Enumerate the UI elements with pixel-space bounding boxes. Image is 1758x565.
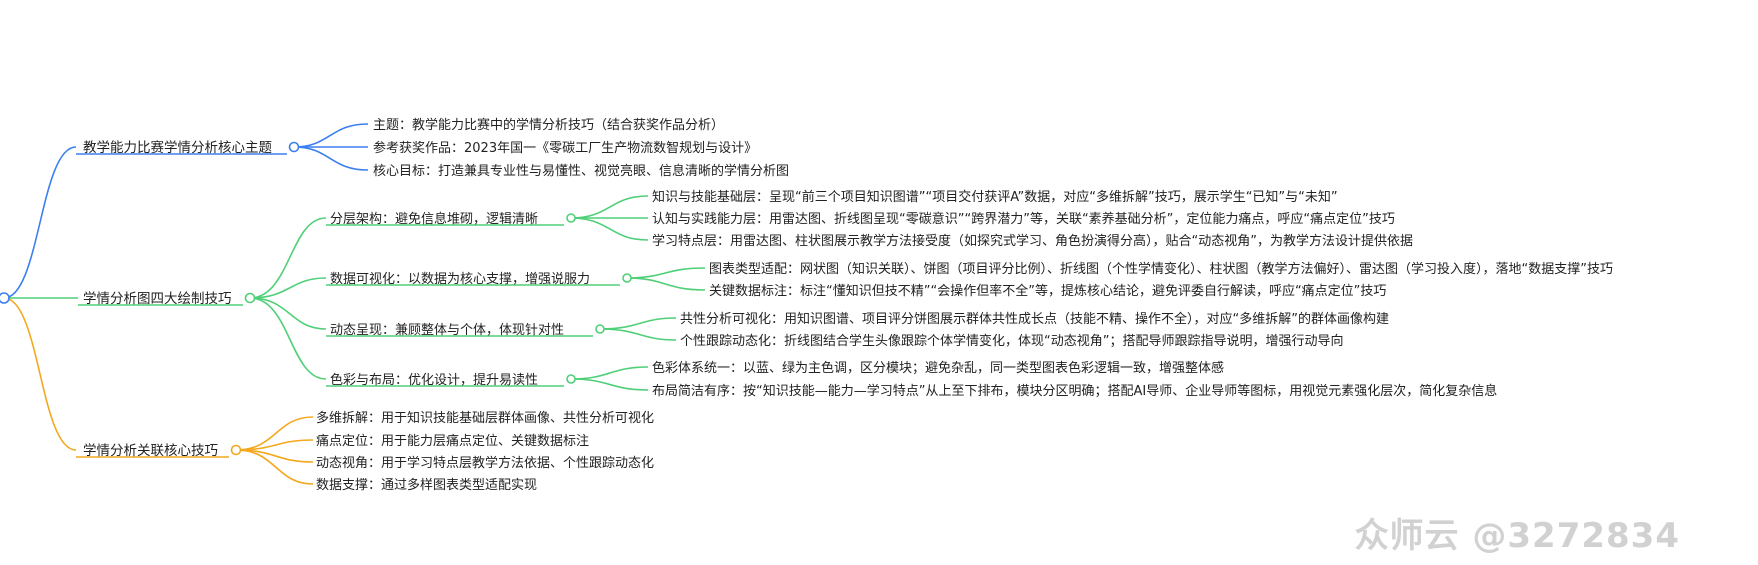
root-node[interactable]: [0, 292, 10, 304]
connector-b3-c4: [235, 449, 314, 485]
b3-item-painpoint[interactable]: 痛点定位：用于能力层痛点定位、关键数据标注: [316, 433, 589, 449]
connector-root-b3: [3, 297, 77, 451]
connector-b2c3-g2: [599, 328, 677, 341]
b1-item-theme[interactable]: 主题：教学能力比赛中的学情分析技巧（结合获奖作品分析）: [373, 117, 724, 133]
connector-b2c1-g3: [570, 217, 649, 241]
branch-1-label[interactable]: 教学能力比赛学情分析核心主题: [83, 140, 272, 156]
b1-item-reference[interactable]: 参考获奖作品：2023年国一《零碳工厂生产物流数智规划与设计》: [373, 140, 757, 156]
labels: 教学能力比赛学情分析核心主题 学情分析图四大绘制技巧 学情分析关联核心技巧 主题…: [83, 117, 1613, 493]
connector-b1-c3: [293, 146, 369, 171]
watermark: 众师云 @3272834: [1354, 516, 1680, 556]
connector-b2c1-g1: [570, 195, 649, 219]
connector-b1-c1: [293, 123, 369, 148]
connector-b2c2-g2: [626, 277, 706, 291]
connector-b2c3-g1: [599, 317, 677, 330]
b2-layered-learning[interactable]: 学习特点层：用雷达图、柱状图展示教学方法接受度（如探究式学习、角色扮演得分高），…: [652, 233, 1413, 249]
collapse-toggle-b2c4[interactable]: [566, 374, 576, 384]
collapse-toggle-b1[interactable]: [288, 141, 300, 153]
branch-3-label[interactable]: 学情分析关联核心技巧: [83, 443, 218, 459]
b2-item-color-layout[interactable]: 色彩与布局：优化设计，提升易读性: [330, 372, 538, 388]
b2-dataviz-charttypes[interactable]: 图表类型适配：网状图（知识关联）、饼图（项目评分比例）、折线图（个性学情变化）、…: [709, 261, 1613, 277]
connector-b2-c1: [249, 217, 327, 299]
collapse-toggle-b3[interactable]: [230, 444, 242, 456]
b2-item-layered[interactable]: 分层架构：避免信息堆砌，逻辑清晰: [330, 211, 538, 227]
connector-b2-c2: [249, 277, 327, 299]
collapse-toggle-b2c3[interactable]: [595, 324, 605, 334]
b3-item-dynamic[interactable]: 动态视角：用于学习特点层教学方法依据、个性跟踪动态化: [316, 455, 654, 471]
b3-item-datasupport[interactable]: 数据支撑：通过多样图表类型适配实现: [316, 477, 537, 493]
b2-layered-ability[interactable]: 认知与实践能力层：用雷达图、折线图呈现“零碳意识”“跨界潜力”等，关联“素养基础…: [652, 211, 1395, 227]
connectors: [3, 123, 706, 485]
b2-dynamic-common[interactable]: 共性分析可视化：用知识图谱、项目评分饼图展示群体共性成长点（技能不精、操作不全）…: [680, 311, 1389, 327]
b2-item-dataviz[interactable]: 数据可视化：以数据为核心支撑，增强说服力: [330, 272, 590, 287]
connector-b2-c4: [249, 297, 327, 380]
connector-b2c4-g2: [570, 378, 649, 391]
connector-b2c2-g1: [626, 267, 706, 279]
collapse-toggle-b2c1[interactable]: [566, 213, 576, 223]
branch-2-label[interactable]: 学情分析图四大绘制技巧: [83, 291, 232, 307]
b2-color-system[interactable]: 色彩体系统一：以蓝、绿为主色调，区分模块；避免杂乱，同一类型图表色彩逻辑一致，增…: [652, 360, 1224, 376]
b2-dynamic-individual[interactable]: 个性跟踪动态化：折线图结合学生头像跟踪个体学情变化，体现“动态视角”；搭配导师跟…: [680, 333, 1343, 349]
connector-root-b1: [3, 146, 77, 299]
connector-b3-c1: [235, 416, 314, 451]
b2-item-dynamic[interactable]: 动态呈现：兼顾整体与个体，体现针对性: [330, 323, 564, 338]
nodes: [0, 141, 632, 456]
b3-item-multidim[interactable]: 多维拆解：用于知识技能基础层群体画像、共性分析可视化: [316, 410, 654, 426]
collapse-toggle-b2[interactable]: [244, 292, 256, 304]
b2-layered-knowledge[interactable]: 知识与技能基础层：呈现“前三个项目知识图谱”“项目交付获评A”数据，对应“多维拆…: [652, 189, 1338, 205]
connector-b2-c3: [249, 297, 327, 330]
b1-item-goal[interactable]: 核心目标：打造兼具专业性与易懂性、视觉亮眼、信息清晰的学情分析图: [373, 163, 789, 179]
b2-layout-order[interactable]: 布局简洁有序：按“知识技能—能力—学习特点”从上至下排布，模块分区明确；搭配AI…: [652, 383, 1497, 399]
collapse-toggle-b2c2[interactable]: [622, 273, 632, 283]
underlines: [76, 153, 620, 458]
connector-b2c4-g1: [570, 366, 649, 380]
b2-dataviz-keydata[interactable]: 关键数据标注：标注“懂知识但技不精”“会操作但率不全”等，提炼核心结论，避免评委…: [709, 283, 1386, 299]
